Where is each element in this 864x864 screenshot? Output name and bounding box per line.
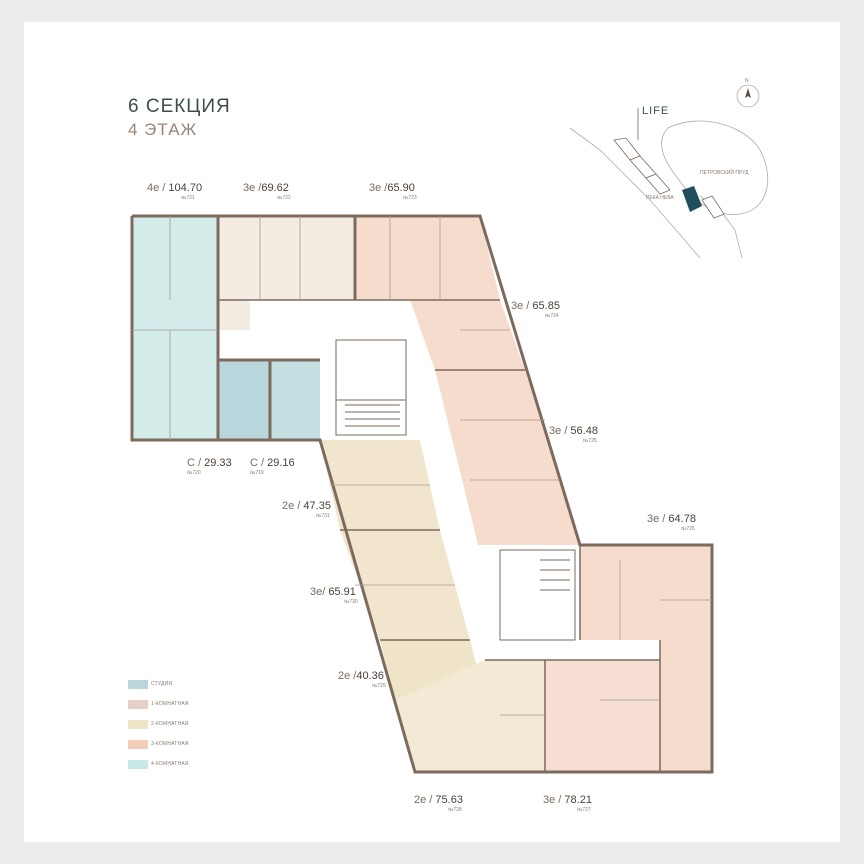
unit-726-fill[interactable] <box>580 545 712 772</box>
unit-723-fill[interactable] <box>355 216 500 300</box>
legend-swatch <box>128 739 148 749</box>
legend-swatch <box>128 699 148 709</box>
life-label: LIFE <box>642 105 670 117</box>
unit-721-fill[interactable] <box>132 216 218 440</box>
legend: СТУДИЯ 1-КОМНАТНАЯ 2-КОМНАТНАЯ 3-КОМНАТН… <box>128 674 189 774</box>
walls <box>130 214 714 774</box>
unit-727-fill[interactable] <box>545 660 660 772</box>
river-label: РЕКА НЕВА <box>646 195 674 201</box>
floor-title: 4 ЭТАЖ <box>128 120 198 139</box>
partitions <box>132 216 712 716</box>
section-title: 6 СЕКЦИЯ <box>128 96 231 117</box>
pond-label: ПЕТРОВСКИЙ ПРУД <box>700 170 749 176</box>
stair-cores <box>335 339 576 641</box>
legend-swatch <box>128 719 148 729</box>
unit-719-fill[interactable] <box>270 360 320 440</box>
legend-swatch <box>128 679 148 689</box>
compass-label: N <box>745 78 749 84</box>
legend-item: 4-КОМНАТНАЯ <box>128 754 189 774</box>
unit-725-fill[interactable] <box>435 370 580 545</box>
unit-720-fill[interactable] <box>218 360 270 440</box>
legend-item: 2-КОМНАТНАЯ <box>128 714 189 734</box>
unit-722-fill[interactable] <box>218 216 355 330</box>
unit-728-fill[interactable] <box>395 660 545 772</box>
legend-item: 3-КОМНАТНАЯ <box>128 734 189 754</box>
legend-swatch <box>128 759 148 769</box>
legend-item: 1-КОМНАТНАЯ <box>128 694 189 714</box>
unit-724-fill[interactable] <box>410 300 525 370</box>
legend-item: СТУДИЯ <box>128 674 189 694</box>
